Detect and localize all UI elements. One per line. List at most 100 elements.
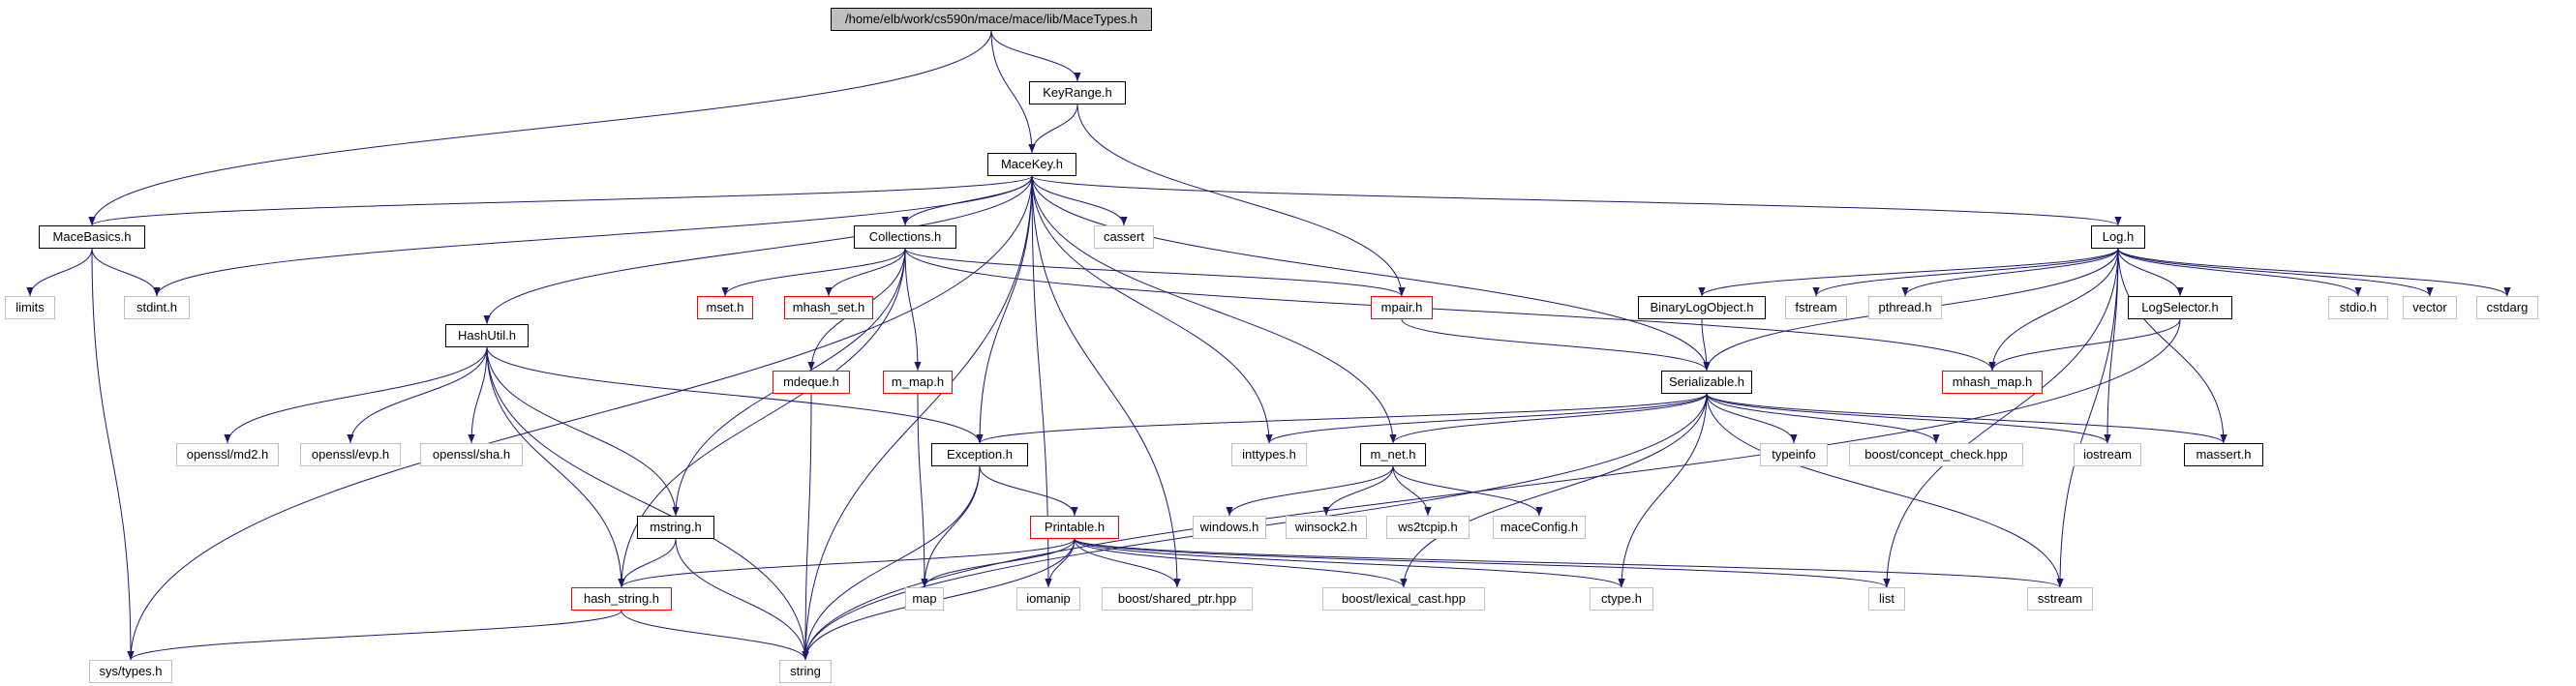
- node-map[interactable]: map: [905, 587, 944, 611]
- edge-macebasics-to-stdint: [91, 248, 161, 297]
- edge-collections-to-mmap: [904, 248, 922, 372]
- node-sstream[interactable]: sstream: [2027, 587, 2093, 611]
- node-sys-types-h[interactable]: sys/types.h: [89, 660, 172, 683]
- edge-serializable-to-iostream: [1706, 393, 2111, 444]
- edge-printable-to-list: [1074, 538, 1891, 588]
- edge-binarylog-to-serializable: [1701, 318, 1711, 372]
- node-maceconfig-h[interactable]: maceConfig.h: [1493, 516, 1586, 539]
- node-ctype-h[interactable]: ctype.h: [1590, 587, 1653, 611]
- node-iostream[interactable]: iostream: [2074, 443, 2141, 466]
- node-macebasics-h[interactable]: MaceBasics.h: [39, 225, 145, 249]
- node-serializable-h[interactable]: Serializable.h: [1661, 371, 1752, 394]
- edge-collections-to-mset: [721, 248, 906, 297]
- node-limits[interactable]: limits: [5, 296, 55, 319]
- node-log-h[interactable]: Log.h: [2091, 225, 2145, 249]
- edge-serializable-to-ctype: [1618, 393, 1708, 588]
- edge-hashstring-to-string: [621, 610, 809, 661]
- node-hash-string-h[interactable]: hash_string.h: [571, 587, 672, 611]
- node-mdeque-h[interactable]: mdeque.h: [773, 371, 850, 394]
- node-m-map-h[interactable]: m_map.h: [883, 371, 953, 394]
- edge-serializable-to-sstream: [1706, 393, 2064, 588]
- edge-hashutil-to-md2: [224, 346, 488, 444]
- edge-serializable-to-typeinfo: [1706, 393, 1798, 444]
- node-stdint-h[interactable]: stdint.h: [124, 296, 190, 319]
- edge-log-to-mhashmap: [1988, 248, 2119, 372]
- edge-macekey-to-hashutil: [483, 175, 1033, 325]
- edge-collections-to-mhashmap: [904, 248, 1996, 372]
- edge-serializable-to-mnet: [1389, 393, 1708, 444]
- edge-hashutil-to-sha: [468, 346, 488, 444]
- edge-hashutil-to-exception: [486, 346, 984, 444]
- node-pthread-h[interactable]: pthread.h: [1868, 296, 1942, 319]
- node-stdio-h[interactable]: stdio.h: [2328, 296, 2388, 319]
- edge-hashutil-to-hashstring: [486, 346, 625, 588]
- node-exception-h[interactable]: Exception.h: [931, 443, 1028, 466]
- edge-log-to-logselector: [2117, 248, 2184, 297]
- node-mhash-map-h[interactable]: mhash_map.h: [1942, 371, 2043, 394]
- node-iomanip[interactable]: iomanip: [1016, 587, 1080, 611]
- node-openssl-md2-h[interactable]: openssl/md2.h: [176, 443, 279, 466]
- node-mhash-set-h[interactable]: mhash_set.h: [784, 296, 873, 319]
- edge-serializable-to-lexicalcast: [1400, 393, 1708, 588]
- edge-printable-to-ctype: [1074, 538, 1625, 588]
- node-binarylogobject-h[interactable]: BinaryLogObject.h: [1638, 296, 1766, 319]
- edge-printable-to-map: [921, 538, 1076, 588]
- edge-log-to-sstream: [2056, 248, 2119, 588]
- edge-serializable-to-inttypes: [1265, 393, 1708, 444]
- edge-mstring-to-hashstring: [618, 538, 677, 588]
- edge-log-to-list: [1883, 248, 2119, 588]
- node-openssl-evp-h[interactable]: openssl/evp.h: [300, 443, 401, 466]
- edge-macekey-to-serializable: [1031, 175, 1711, 372]
- edge-macekey-to-iomanip: [1031, 175, 1052, 588]
- node-boost-lexical-cast-hpp[interactable]: boost/lexical_cast.hpp: [1322, 587, 1485, 611]
- edge-macebasics-to-systypes: [91, 248, 135, 661]
- node-hashutil-h[interactable]: HashUtil.h: [445, 324, 529, 347]
- edge-macekey-to-systypes: [127, 175, 1033, 661]
- node-mpair-h[interactable]: mpair.h: [1371, 296, 1433, 319]
- node-logselector-h[interactable]: LogSelector.h: [2128, 296, 2232, 319]
- edge-macekey-to-sharedptr: [1031, 175, 1181, 588]
- edge-macekey-to-log: [1031, 175, 2122, 226]
- edge-serializable-to-conceptcheck: [1706, 393, 1940, 444]
- edge-keyrange-to-mpair: [1076, 104, 1406, 297]
- node-list[interactable]: list: [1868, 587, 1905, 611]
- node-typeinfo[interactable]: typeinfo: [1760, 443, 1828, 466]
- node-keyrange-h[interactable]: KeyRange.h: [1029, 81, 1126, 104]
- edge-root-to-macekey: [990, 30, 1036, 154]
- node-boost-concept-check-hpp[interactable]: boost/concept_check.hpp: [1849, 443, 2023, 466]
- node-macetypes-h[interactable]: /home/elb/work/cs590n/mace/mace/lib/Mace…: [831, 8, 1152, 31]
- node-mset-h[interactable]: mset.h: [697, 296, 753, 319]
- edge-hashstring-to-systypes: [127, 610, 622, 661]
- node-vector[interactable]: vector: [2403, 296, 2457, 319]
- node-windows-h[interactable]: windows.h: [1193, 516, 1266, 539]
- node-boost-shared-ptr-hpp[interactable]: boost/shared_ptr.hpp: [1102, 587, 1253, 611]
- edge-printable-to-lexicalcast: [1074, 538, 1408, 588]
- edge-exception-to-string: [802, 465, 981, 661]
- node-massert-h[interactable]: massert.h: [2184, 443, 2263, 466]
- edge-mnet-to-maceconfig: [1392, 465, 1543, 517]
- node-cassert[interactable]: cassert: [1094, 225, 1154, 249]
- edge-mstring-to-string: [675, 538, 809, 661]
- node-printable-h[interactable]: Printable.h: [1030, 516, 1119, 539]
- edge-macekey-to-stdint: [153, 175, 1033, 297]
- node-fstream[interactable]: fstream: [1785, 296, 1847, 319]
- node-string[interactable]: string: [779, 660, 832, 683]
- node-m-net-h[interactable]: m_net.h: [1360, 443, 1426, 466]
- edge-macekey-to-collections: [901, 175, 1033, 226]
- node-winsock2-h[interactable]: winsock2.h: [1286, 516, 1367, 539]
- node-mstring-h[interactable]: mstring.h: [637, 516, 714, 539]
- node-inttypes-h[interactable]: inttypes.h: [1231, 443, 1307, 466]
- edge-log-to-iostream: [2104, 248, 2119, 444]
- node-collections-h[interactable]: Collections.h: [854, 225, 956, 249]
- edge-macekey-to-string: [802, 175, 1033, 661]
- edge-collections-to-mpair: [904, 248, 1406, 297]
- node-ws2tcpip-h[interactable]: ws2tcpip.h: [1386, 516, 1470, 539]
- edge-macebasics-to-limits: [26, 248, 93, 297]
- edge-macekey-to-cassert: [1031, 175, 1128, 226]
- edge-macekey-to-macebasics: [88, 175, 1033, 226]
- node-openssl-sha-h[interactable]: openssl/sha.h: [420, 443, 523, 466]
- node-macekey-h[interactable]: MaceKey.h: [987, 153, 1076, 176]
- node-cstdarg[interactable]: cstdarg: [2476, 296, 2538, 319]
- edge-printable-to-hashstring: [618, 538, 1076, 588]
